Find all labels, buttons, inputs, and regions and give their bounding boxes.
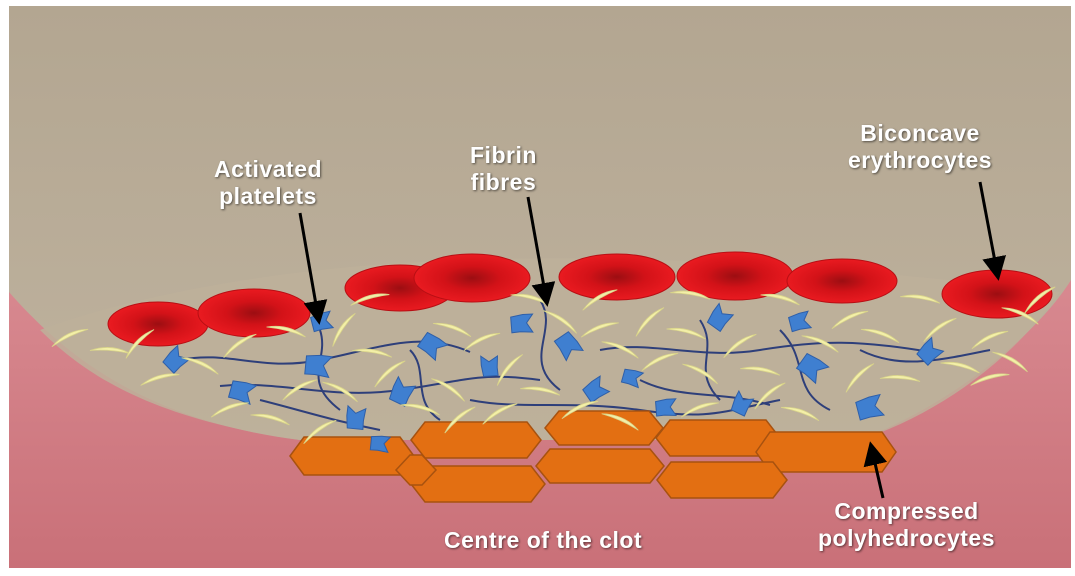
polyhedrocyte xyxy=(411,422,541,458)
erythrocyte xyxy=(559,254,675,300)
erythrocyte xyxy=(108,302,208,346)
label-line: Activated xyxy=(214,156,322,183)
polyhedrocyte xyxy=(657,462,787,498)
label-compressed-polyhedrocytes: Compressed polyhedrocytes xyxy=(818,498,995,552)
label-centre-of-clot: Centre of the clot xyxy=(444,527,642,554)
label-line: polyhedrocytes xyxy=(818,525,995,552)
label-activated-platelets: Activated platelets xyxy=(214,156,322,210)
label-line: Compressed xyxy=(818,498,995,525)
label-line: platelets xyxy=(214,183,322,210)
label-biconcave-erythrocytes: Biconcave erythrocytes xyxy=(848,120,992,174)
polyhedrocyte xyxy=(545,411,663,445)
polyhedrocyte xyxy=(290,437,414,475)
polyhedrocyte xyxy=(536,449,664,483)
label-line: Fibrin xyxy=(470,142,537,169)
label-line: Biconcave xyxy=(848,120,992,147)
erythrocyte xyxy=(942,270,1052,318)
label-line: erythrocytes xyxy=(848,147,992,174)
label-line: fibres xyxy=(470,169,537,196)
erythrocyte xyxy=(787,259,897,303)
label-fibrin-fibres: Fibrin fibres xyxy=(470,142,537,196)
